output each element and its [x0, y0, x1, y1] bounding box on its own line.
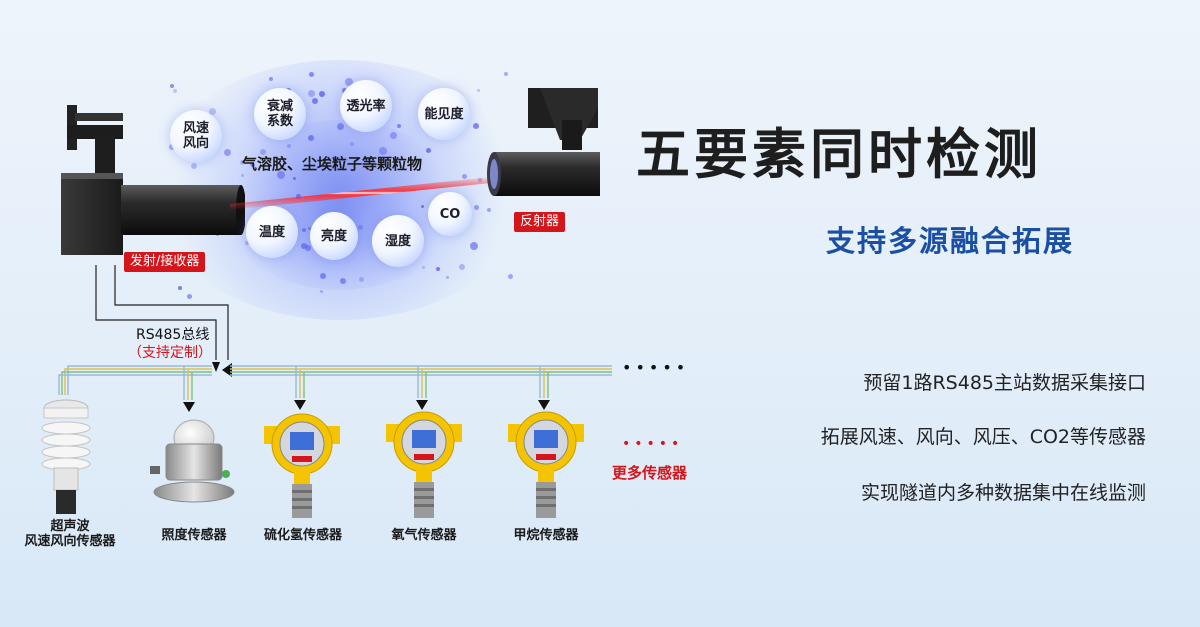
feature-line: 实现隧道内多种数据集中在线监测	[860, 482, 1146, 504]
particle-dot	[311, 97, 318, 104]
particle-dot	[260, 149, 267, 156]
particle-dot	[319, 289, 323, 293]
particle-dot	[240, 173, 244, 177]
more-sensors-label: 更多传感器	[612, 464, 688, 482]
sensor-label-ultrasonic: 超声波 风速风向传感器	[24, 519, 116, 549]
particle-dot	[173, 88, 178, 93]
particle-dot	[337, 122, 345, 130]
particle-dot	[473, 122, 480, 129]
particle-dot	[301, 227, 306, 232]
feature-line: 拓展风速、风向、风压、CO2等传感器	[820, 426, 1146, 448]
particle-dot	[420, 205, 424, 209]
more-dots: •••••	[622, 358, 690, 377]
sensor-label-illuminance: 照度传感器	[161, 528, 227, 543]
reflector-label: 反射器	[514, 212, 566, 232]
particle-dot	[240, 159, 246, 165]
bubble-attenuation: 衰减 系数	[254, 88, 306, 140]
particle-dot	[349, 142, 354, 147]
particle-dot	[461, 173, 467, 179]
page-subtitle: 支持多源融合拓展	[826, 224, 1075, 258]
particle-dot	[245, 240, 250, 245]
reflector-device	[487, 88, 600, 196]
particle-dot	[318, 90, 325, 97]
particle-dot	[425, 147, 431, 153]
particle-dot	[307, 135, 314, 142]
rs485-bus-label: RS485总线	[136, 327, 210, 343]
particle-dot	[477, 89, 481, 93]
particle-dot	[358, 224, 364, 230]
page-title: 五要素同时检测	[636, 123, 1042, 186]
bubble-transmittance: 透光率	[340, 80, 392, 132]
ultrasonic-wind-sensor	[41, 399, 91, 514]
laser-beam	[230, 176, 500, 210]
bubble-temperature: 温度	[246, 206, 298, 258]
particle-dot	[422, 265, 426, 269]
particle-dot	[486, 207, 491, 212]
rs485-wiring	[58, 265, 612, 412]
particle-dot	[276, 170, 285, 179]
bubble-humidity: 湿度	[372, 215, 424, 267]
sensor-label-oxygen: 氧气传感器	[391, 528, 457, 543]
particle-dot	[459, 263, 466, 270]
oxygen-sensor	[386, 411, 462, 518]
particle-dot	[187, 293, 193, 299]
particle-dot	[474, 205, 480, 211]
emitter-receiver-label: 发射/接收器	[124, 252, 206, 272]
particle-dot	[308, 89, 316, 97]
particles-label: 气溶胶、尘埃粒子等颗粒物	[242, 155, 423, 173]
particle-dot	[191, 162, 198, 169]
particle-dot	[304, 244, 311, 251]
rs485-bus-sublabel: （支持定制）	[128, 345, 212, 361]
particle-dot	[508, 273, 514, 279]
particle-dot	[250, 162, 256, 168]
particle-dot	[435, 267, 440, 272]
bubble-brightness: 亮度	[310, 212, 358, 260]
particle-dot	[209, 107, 217, 115]
particle-dot	[504, 71, 509, 76]
methane-sensor	[508, 411, 584, 518]
sensor-label-methane: 甲烷传感器	[513, 528, 579, 543]
sensor-label-h2s: 硫化氢传感器	[263, 528, 342, 543]
more-red-dots: •••••	[622, 436, 684, 452]
particle-dot	[359, 277, 365, 283]
particle-dot	[308, 226, 312, 230]
particle-dot	[178, 285, 183, 290]
bubble-co: CO	[428, 192, 472, 236]
particle-dot	[295, 194, 301, 200]
emitter-receiver-device	[61, 105, 245, 255]
particle-dot	[319, 272, 326, 279]
bubble-wind: 风速 风向	[170, 110, 222, 162]
particle-dot	[445, 276, 449, 280]
particle-dot	[300, 242, 307, 249]
particle-dot	[286, 143, 291, 148]
particle-dot	[339, 278, 346, 285]
particle-dot	[309, 71, 315, 77]
h2s-sensor	[264, 413, 340, 518]
particle-dot	[292, 177, 296, 181]
particle-dot	[379, 146, 388, 155]
particle-dot	[169, 83, 174, 88]
particle-dot	[345, 78, 354, 87]
feature-line: 预留1路RS485主站数据采集接口	[863, 372, 1146, 394]
particle-dot	[469, 241, 478, 250]
illuminance-sensor	[150, 419, 235, 503]
bubble-visibility: 能见度	[418, 88, 470, 140]
particle-dot	[396, 123, 401, 128]
particle-dot	[390, 131, 398, 139]
particle-dot	[224, 149, 232, 157]
particle-dot	[269, 76, 274, 81]
